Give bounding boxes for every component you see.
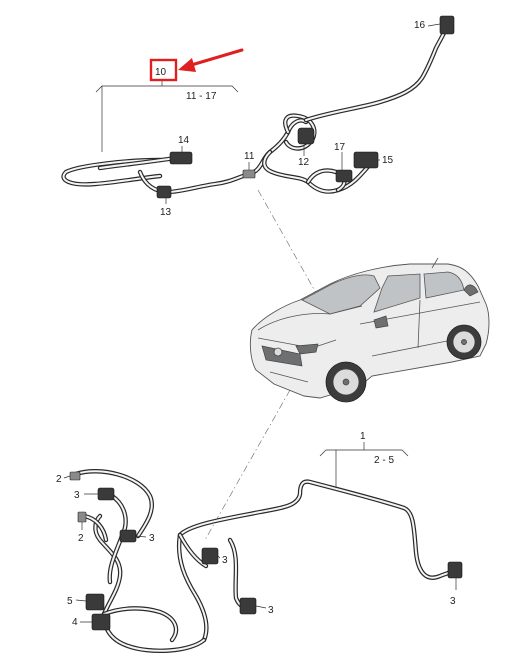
leader-line-upper	[257, 189, 321, 301]
label-part-10: 10	[155, 67, 167, 78]
connector-12	[297, 127, 315, 145]
connector-3b	[119, 529, 137, 543]
label-part-2b: 2	[78, 533, 84, 544]
label-part-2a: 2	[56, 474, 62, 485]
connector-13	[156, 185, 172, 199]
connector-11	[242, 169, 256, 179]
label-part-3e: 3	[450, 596, 456, 607]
lower-wiring-harness	[73, 469, 459, 653]
connector-5	[85, 593, 105, 611]
connector-16	[439, 15, 455, 35]
label-part-17: 17	[334, 142, 346, 153]
range-bracket-upper	[95, 80, 239, 152]
label-part-3c: 3	[222, 555, 228, 566]
label-part-5: 5	[67, 596, 73, 607]
highlight-box	[149, 58, 178, 82]
connector-2b	[77, 511, 87, 523]
label-part-12: 12	[298, 157, 310, 168]
label-part-15: 15	[382, 155, 394, 166]
connector-3c	[201, 547, 219, 565]
badge-icon	[273, 347, 283, 357]
label-range-2-5: 2 - 5	[374, 455, 394, 466]
connector-17	[335, 169, 353, 183]
label-part-3b: 3	[149, 533, 155, 544]
label-part-1: 1	[360, 431, 366, 442]
connector-4	[91, 613, 111, 631]
leader-line-lower	[204, 389, 291, 541]
label-range-11-17: 11 - 17	[186, 91, 217, 102]
connector-3a	[97, 487, 115, 501]
red-arrow-icon	[178, 48, 244, 72]
connector-3d	[239, 597, 257, 615]
label-part-16: 16	[414, 20, 426, 31]
range-bracket-lower	[319, 442, 409, 488]
upper-wiring-harness	[61, 25, 449, 195]
connector-2a	[69, 471, 81, 481]
car-illustration	[249, 257, 490, 403]
label-part-11: 11	[244, 151, 255, 162]
label-part-3d: 3	[268, 605, 274, 616]
label-part-13: 13	[160, 207, 172, 218]
label-part-14: 14	[178, 135, 190, 146]
label-part-4: 4	[72, 617, 78, 628]
connector-15	[353, 151, 379, 169]
label-part-3a: 3	[74, 490, 80, 501]
connector-3e	[447, 561, 463, 579]
connector-14	[169, 151, 193, 165]
